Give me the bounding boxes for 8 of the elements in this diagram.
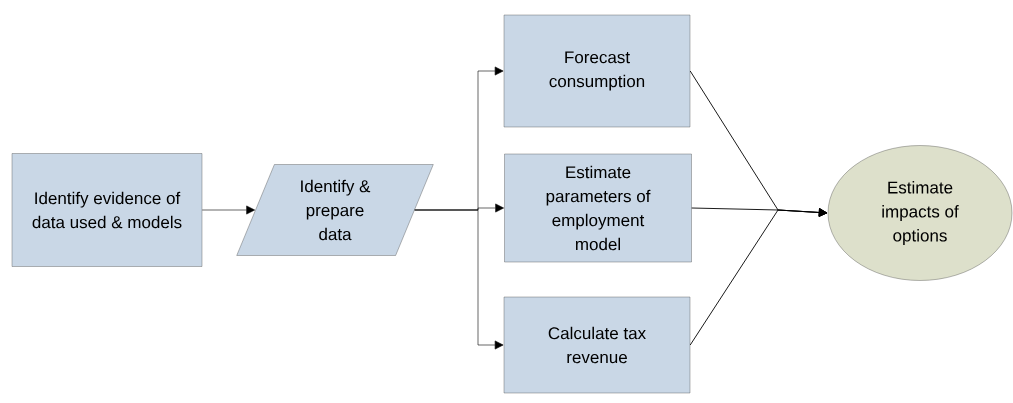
arrow: [414, 209, 504, 350]
process-box: Identify evidence of data used & models: [11, 153, 203, 267]
process-box: Forecast consumption: [503, 14, 691, 128]
data-parallelogram: Identify & prepare data: [236, 164, 434, 256]
arrow: [689, 208, 828, 346]
process-box: Estimate parameters of employment model: [504, 153, 692, 263]
process-box: Calculate tax revenue: [503, 296, 691, 394]
arrow: [201, 205, 255, 215]
